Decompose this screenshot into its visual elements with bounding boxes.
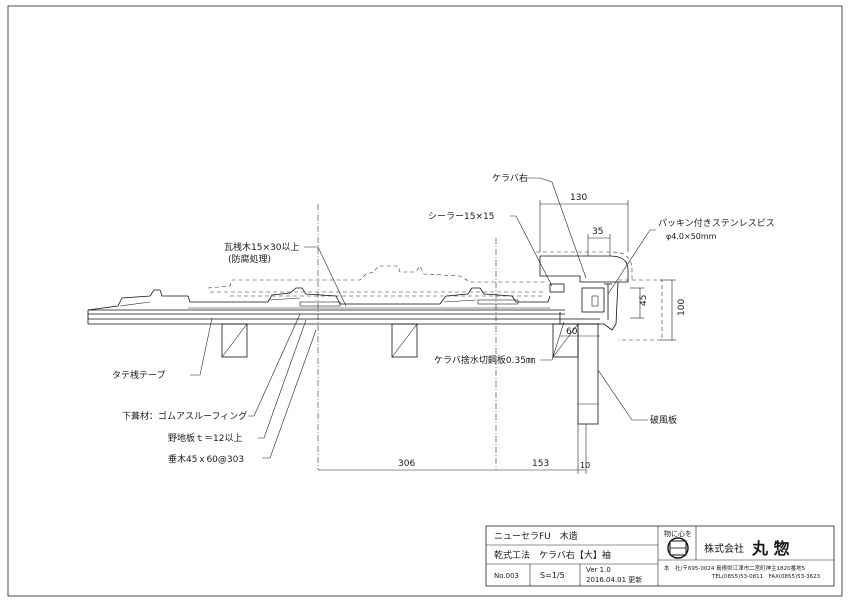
company-slogan: 物に心を bbox=[664, 529, 692, 538]
company-address: 本 社/〒695-0024 島根県江津市二宮町神主1820番地5 bbox=[664, 564, 806, 572]
title-method: 乾式工法 ケラバ右【大】袖 bbox=[494, 549, 611, 561]
dim-35: 35 bbox=[592, 227, 603, 237]
dim-100: 100 bbox=[677, 299, 687, 316]
flashing-plate bbox=[559, 281, 619, 331]
rafter-mid bbox=[391, 323, 418, 358]
dim-306: 306 bbox=[398, 459, 415, 469]
title-scale: S=1/5 bbox=[540, 571, 565, 580]
label-batten: 瓦桟木15×30以上 bbox=[224, 241, 299, 253]
label-sheathing: 野地板ｔ＝12以上 bbox=[168, 432, 242, 444]
company-name: 丸 惣 bbox=[751, 539, 790, 558]
title-number: No.003 bbox=[494, 572, 519, 580]
barge-board bbox=[577, 323, 599, 425]
title-date: 2016.04.01 更新 bbox=[586, 575, 642, 584]
dim-130: 130 bbox=[570, 193, 587, 203]
title-product: ニューセラFU 木造 bbox=[494, 530, 578, 542]
label-underlay: 下葺材：ゴムアスルーフィング bbox=[122, 410, 247, 422]
dim-153: 153 bbox=[532, 459, 549, 469]
label-flashing: ケラバ捨水切鋼板0.35㎜ bbox=[434, 354, 535, 366]
label-batten-treatment: (防腐処理) bbox=[228, 253, 271, 265]
title-version: Ver 1.0 bbox=[586, 566, 611, 574]
company-prefix: 株式会社 bbox=[704, 542, 744, 555]
leader-lines bbox=[190, 177, 656, 459]
dim-60: 60 bbox=[566, 327, 578, 337]
label-keraba-right: ケラバ右 bbox=[492, 172, 528, 184]
title-block bbox=[485, 525, 835, 587]
roof-layers bbox=[87, 309, 600, 325]
keraba-hidden-outline bbox=[618, 279, 663, 341]
sheet-border bbox=[7, 5, 843, 597]
label-packing-screw: パッキン付きステンレスビス bbox=[658, 218, 775, 229]
company-phone: TEL(0855)53-0811 FAX(0855)53-3623 bbox=[711, 574, 821, 580]
company-logo bbox=[667, 537, 689, 559]
label-packing-screw-size: φ4.0×50mm bbox=[666, 232, 717, 241]
stainless-screw bbox=[604, 283, 612, 320]
label-tate-tape: タテ桟テープ bbox=[112, 369, 165, 381]
rafter-left bbox=[221, 323, 248, 358]
label-sealer: シーラー15×15 bbox=[428, 211, 494, 222]
label-barge-board: 破風板 bbox=[650, 414, 677, 426]
roof-tiles-hidden bbox=[207, 265, 545, 297]
label-rafter: 垂木45ｘ60@303 bbox=[168, 453, 244, 465]
dim-10: 10 bbox=[580, 461, 590, 470]
dim-45: 45 bbox=[639, 295, 649, 306]
roof-tiles bbox=[87, 287, 551, 311]
dimension-lines bbox=[318, 200, 676, 474]
